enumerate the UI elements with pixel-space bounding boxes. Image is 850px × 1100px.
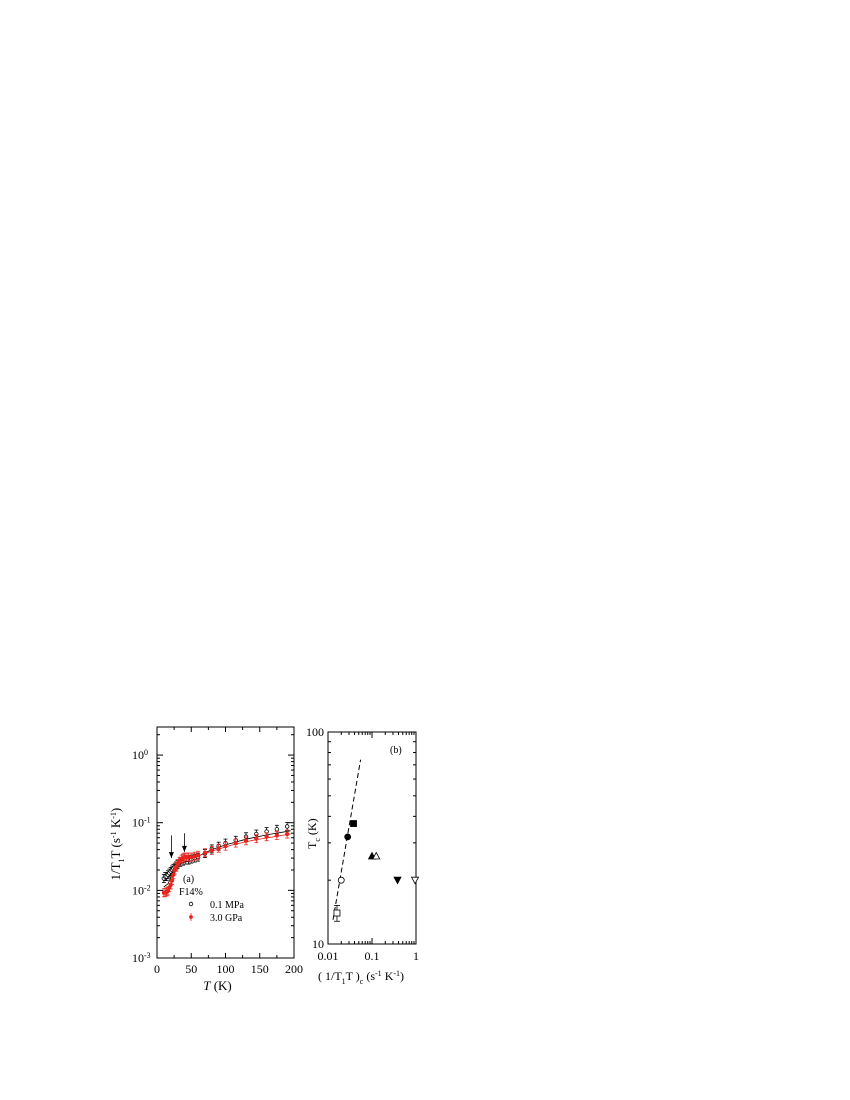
panel-a-x-tick-label: 150 [251, 962, 269, 976]
panel-b-x-axis-label-part: ( 1/T [318, 969, 342, 983]
panel-a-point-3-0-gpa [254, 836, 259, 841]
panel-a-y-tick-label-part: 0 [144, 748, 148, 757]
panel-a-point-0-1-mpa [284, 824, 290, 829]
panel-a-y-tick-label-part: -1 [144, 816, 151, 825]
panel-a-point-3-0-gpa [285, 831, 290, 837]
panel-b-y-axis-label-part: (K) [305, 818, 319, 838]
panel-a-y-tick-label-part: 10 [132, 951, 144, 965]
panel-b-x-tick-label: 1 [413, 949, 419, 963]
panel-a-point-3-0-gpa [216, 846, 221, 851]
panel-a-legend-label: 0.1 MPa [210, 900, 244, 911]
panel-a-y-tick-label: 100 [132, 748, 148, 762]
panel-a-x-tick-label: 200 [285, 962, 303, 976]
panel-b-y-tick-label: 100 [306, 725, 324, 739]
panel-a-point-3-0-gpa [264, 834, 269, 839]
panel-a-x-axis-label-part: T [203, 978, 211, 993]
panel-b-point-open-triangle-up [372, 851, 381, 860]
panel-b-x-axis-label-part: K [382, 969, 394, 983]
panel-b-x-axis-label-part: 1 [342, 977, 346, 986]
panel-b-x-axis-label-part: (s [363, 969, 375, 983]
panel-b-y-axis-label-group: Tc (K) [305, 818, 322, 849]
panel-a-y-tick-label-part: -2 [144, 883, 151, 892]
panel-b-x-axis-label: ( 1/T1T )c (s-1 K-1) [318, 969, 404, 986]
panel-a-y-tick-label: 10-3 [132, 951, 151, 965]
panel-b-x-axis-label-part: c [360, 977, 364, 986]
panel-a-y-tick-label-part: -3 [144, 951, 151, 960]
panel-a-y-axis-label-part: ) [108, 808, 123, 812]
panel-b-frame [327, 731, 417, 945]
panel-a-x-tick-label: 0 [154, 962, 160, 976]
panel-a-x-axis-label-part: (K) [210, 978, 231, 993]
panel-a-point-3-0-gpa [168, 882, 173, 888]
panel-a-y-axis-label-part: K [108, 818, 123, 831]
panel-a-y-axis-label-group: 1/T1T (s-1 K-1) [108, 808, 126, 881]
panel-b-panel-label: (b) [390, 745, 402, 756]
panel-a-y-tick-label-part: 10 [132, 748, 144, 762]
panel-b-x-axis-label-part: -1 [393, 969, 400, 978]
panel-b-point-filled-circle [344, 833, 352, 841]
panel-a-x-tick-label: 50 [185, 962, 197, 976]
panel-a-panel-label: (a) [183, 874, 194, 885]
panel-a-x-tick-label: 100 [217, 962, 235, 976]
panel-a-y-tick-label-part: 10 [132, 816, 144, 830]
panel-b-y-axis-label: Tc (K) [305, 818, 322, 849]
panel-a-legend-title: F14% [179, 887, 203, 898]
panel-b-y-tick-label: 10 [312, 937, 324, 951]
panel-b-x-tick-label: 0.1 [365, 949, 380, 963]
panel-b-x-axis-label-part: ) [400, 969, 404, 983]
panel-a-y-tick-label: 10-1 [132, 816, 151, 830]
panel-b-point-open-circle [337, 876, 345, 884]
panel-b-point-open-triangle-down [410, 876, 420, 885]
panel-a-y-axis-label: 1/T1T (s-1 K-1) [108, 808, 126, 881]
panel-b-point-filled-square [350, 820, 357, 827]
panel-b-x-tick-label: 0.01 [318, 949, 339, 963]
panel-a-point-0-1-mpa [274, 827, 280, 832]
panel-a-y-axis-label-part: 1/T [108, 862, 123, 880]
panel-a-arrow-head [181, 845, 187, 852]
panel-b-point-open-square [333, 909, 341, 917]
panel-a-y-tick-label-part: 10 [132, 883, 144, 897]
panel-a-legend-label: 3.0 GPa [210, 913, 243, 924]
panel-a-point-3-0-gpa [202, 850, 208, 855]
panel-a-x-axis-label: T (K) [203, 978, 232, 993]
panel-a-y-axis-label-part: T (s [108, 838, 123, 858]
panel-a-point-3-0-gpa [223, 844, 228, 849]
panel-b-x-axis-label-part: T ) [346, 969, 360, 983]
panel-a-point-3-0-gpa [209, 848, 214, 853]
panel-b-y-axis-label-part: T [305, 841, 319, 849]
panel-a-point-3-0-gpa [233, 840, 238, 846]
panel-b-y-axis-label-part: c [313, 838, 322, 842]
panel-b-point-filled-triangle-down [393, 876, 402, 885]
panel-a-y-axis-label-part: -1 [109, 831, 118, 838]
panel-a-y-axis-label-part: 1 [117, 858, 126, 862]
panel-a-y-tick-label: 10-2 [132, 883, 151, 897]
panel-a-arrow-head [168, 852, 174, 859]
panel-b-x-axis-label-part: -1 [375, 969, 382, 978]
panel-a-legend-marker [188, 901, 194, 907]
panel-a-point-3-0-gpa [243, 838, 249, 843]
panel-a-point-3-0-gpa [195, 853, 201, 858]
panel-a-point-3-0-gpa [274, 833, 280, 838]
panel-a-y-axis-label-part: -1 [109, 812, 118, 819]
